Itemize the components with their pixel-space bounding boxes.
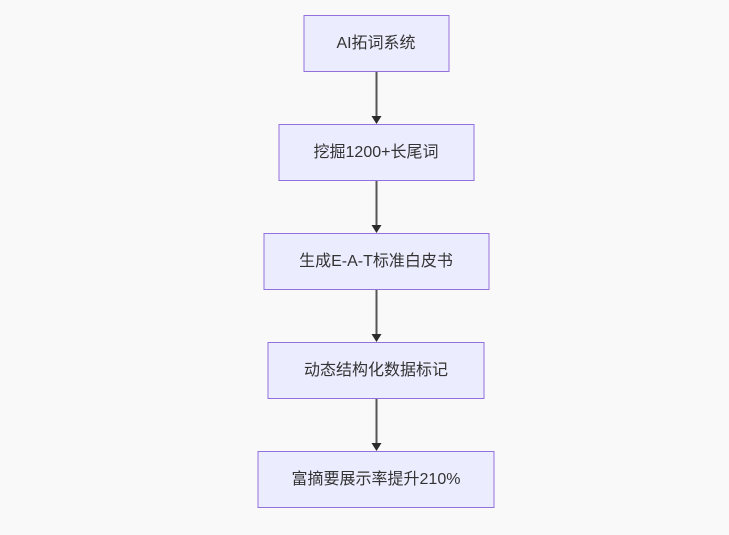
arrowhead-icon xyxy=(371,116,381,124)
arrow-down-edge-2 xyxy=(371,181,381,233)
flow-node-eat-whitepaper: 生成E-A-T标准白皮书 xyxy=(263,233,489,290)
flow-node-ai-word-system: AI拓词系统 xyxy=(303,15,449,72)
flow-node-rich-snippet-result: 富摘要展示率提升210% xyxy=(257,451,495,508)
edge-line xyxy=(375,181,377,225)
edge-line xyxy=(375,399,377,443)
edge-line xyxy=(375,290,377,334)
arrowhead-icon xyxy=(371,225,381,233)
arrow-down-edge-3 xyxy=(371,290,381,342)
arrowhead-icon xyxy=(371,443,381,451)
arrowhead-icon xyxy=(371,334,381,342)
node-label: 生成E-A-T标准白皮书 xyxy=(299,252,453,270)
arrow-down-edge-4 xyxy=(371,399,381,451)
flowchart: AI拓词系统 挖掘1200+长尾词 生成E-A-T标准白皮书 动态结构化数据标记 xyxy=(257,15,495,508)
flow-node-structured-data: 动态结构化数据标记 xyxy=(267,342,485,399)
arrow-down-edge-1 xyxy=(371,72,381,124)
node-label: 挖掘1200+长尾词 xyxy=(313,143,439,161)
node-label: 富摘要展示率提升210% xyxy=(291,470,461,488)
flow-node-longtail-mining: 挖掘1200+长尾词 xyxy=(278,124,474,181)
node-label: 动态结构化数据标记 xyxy=(303,361,448,379)
edge-line xyxy=(375,72,377,116)
node-label: AI拓词系统 xyxy=(336,34,416,52)
